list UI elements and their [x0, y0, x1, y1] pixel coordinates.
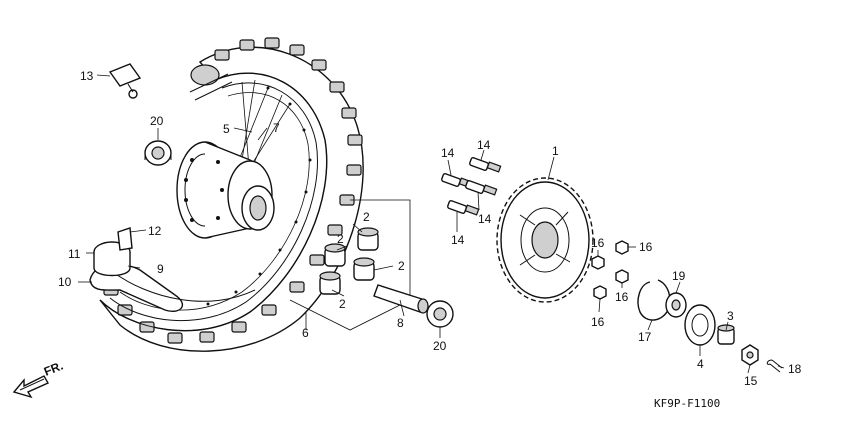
- sprocket-nuts: [591, 240, 629, 300]
- label-part-8: 8: [397, 316, 404, 330]
- hub: [176, 141, 275, 239]
- rim-band: [109, 269, 256, 302]
- label-part-14c: 14: [478, 212, 492, 226]
- label-part-14a: 14: [441, 146, 455, 160]
- label-part-17: 17: [638, 330, 652, 344]
- label-part-4: 4: [697, 357, 704, 371]
- axle-spacer: [373, 284, 429, 314]
- diagram-code: KF9P-F1100: [654, 397, 720, 410]
- flange-collar: [717, 324, 735, 345]
- label-part-18: 18: [788, 362, 802, 376]
- leader-lines: [78, 74, 785, 374]
- label-part-16c: 16: [615, 290, 629, 304]
- label-part-9: 9: [157, 262, 164, 276]
- label-part-5: 5: [223, 122, 230, 136]
- label-part-16d: 16: [591, 315, 605, 329]
- label-part-3: 3: [727, 309, 734, 323]
- label-part-6: 6: [302, 326, 309, 340]
- bearing-lower: [426, 300, 454, 328]
- label-part-11: 11: [68, 247, 81, 261]
- label-part-13: 13: [80, 69, 94, 83]
- label-part-14d: 14: [451, 233, 465, 247]
- label-part-16b: 16: [639, 240, 653, 254]
- label-part-20b: 20: [433, 339, 447, 353]
- valve-cap: [108, 63, 142, 99]
- label-part-16a: 16: [591, 236, 605, 250]
- final-driven-flange: [684, 304, 716, 346]
- rim-band-roll: [93, 227, 133, 277]
- label-part-2a: 2: [363, 210, 370, 224]
- tire: [99, 37, 364, 352]
- circlip: [637, 279, 671, 321]
- flange-bearing: [665, 292, 687, 318]
- axle-nut: [741, 344, 759, 366]
- bearing-upper: [144, 140, 172, 166]
- label-part-14b: 14: [477, 138, 491, 152]
- studs: [441, 157, 502, 216]
- driven-sprocket: [496, 177, 594, 303]
- tire-cutaway-top: [189, 64, 233, 101]
- label-part-20a: 20: [150, 114, 164, 128]
- label-part-2c: 2: [398, 259, 405, 273]
- cotter-pin: [766, 359, 783, 373]
- front-direction-arrow: FR.: [12, 359, 65, 399]
- label-part-2d: 2: [339, 297, 346, 311]
- label-part-12: 12: [148, 224, 162, 238]
- label-part-1: 1: [552, 144, 559, 158]
- label-part-10: 10: [58, 275, 72, 289]
- front-direction-label: FR.: [42, 359, 65, 379]
- label-part-7: 7: [273, 121, 280, 135]
- label-part-19: 19: [672, 269, 686, 283]
- collars: [319, 227, 379, 295]
- label-part-15: 15: [744, 374, 758, 388]
- label-part-2b: 2: [337, 232, 344, 246]
